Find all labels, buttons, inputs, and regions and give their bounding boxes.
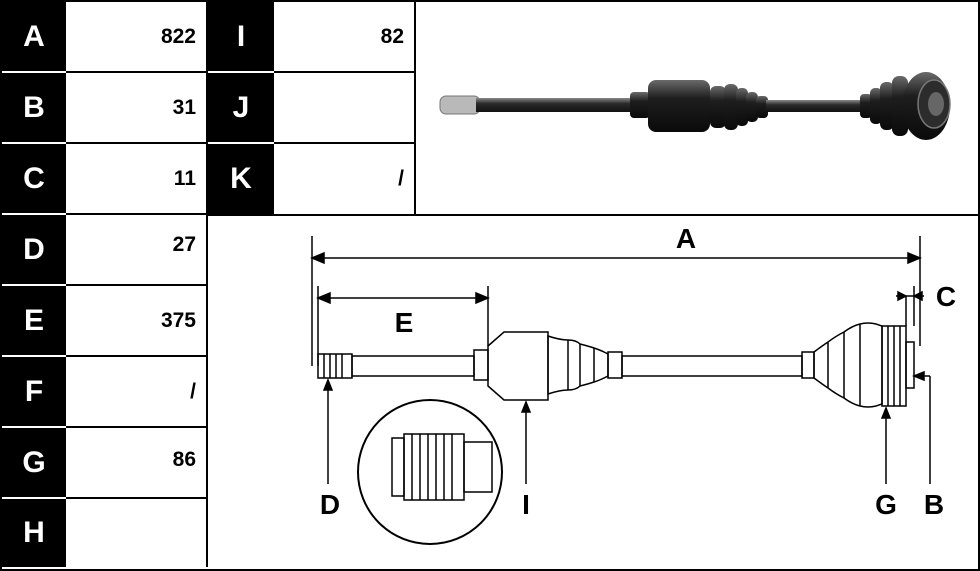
divider-left-column: [206, 2, 208, 567]
spline-end: [317, 353, 353, 379]
shaft-collar: [473, 349, 489, 381]
value-b: 31: [66, 73, 206, 144]
value-h: [66, 499, 206, 567]
diagram-label-c: C: [936, 281, 956, 312]
photo-spline-end: [439, 95, 481, 115]
label-h: H: [2, 499, 66, 567]
photo-shaft-left: [476, 98, 636, 112]
label-a: A: [2, 2, 66, 71]
boot-clamp: [607, 351, 623, 379]
label-j: J: [208, 73, 274, 142]
label-g: G: [2, 428, 66, 497]
outer-stub: [905, 341, 915, 389]
photo-outer-boot: [860, 76, 908, 136]
product-photo: [439, 72, 951, 140]
value-a: 822: [66, 2, 206, 73]
value-c: 11: [66, 144, 206, 215]
value-j: [274, 73, 414, 144]
arrows-c: [897, 290, 923, 302]
divider-top-section: [206, 214, 978, 216]
diagram-label-b: B: [924, 489, 944, 520]
value-k: /: [274, 144, 414, 214]
outer-boot: [813, 322, 883, 408]
inner-joint-housing: [487, 331, 549, 401]
diagram-label-g: G: [875, 489, 897, 520]
diagram-label-e: E: [395, 307, 414, 338]
label-b: B: [2, 73, 66, 142]
photo-inner-joint: [648, 80, 710, 132]
label-i: I: [208, 2, 274, 71]
shaft-left: [351, 355, 475, 377]
value-d: 27: [66, 215, 206, 286]
arrows-e: [316, 291, 490, 305]
label-f: F: [2, 357, 66, 426]
label-c: C: [2, 144, 66, 213]
inner-boot: [547, 334, 609, 396]
diagram-label-a: A: [676, 223, 696, 254]
diagram-label-i: I: [522, 489, 530, 520]
label-d: D: [2, 215, 66, 284]
value-e: 375: [66, 286, 206, 357]
arrows-a: [310, 251, 922, 265]
photo-inner-boot: [710, 84, 768, 130]
divider-photo: [414, 2, 416, 214]
value-i: 82: [274, 2, 414, 73]
detail-spline: [391, 433, 493, 501]
label-e: E: [2, 286, 66, 355]
dimension-diagram: A E C D I G B: [310, 223, 956, 545]
value-f: /: [66, 357, 206, 428]
shaft-middle: [621, 355, 803, 377]
detail-magnifier: [357, 399, 503, 545]
value-g: 86: [66, 428, 206, 499]
diagram-label-d: D: [320, 489, 340, 520]
photo-shaft-middle: [766, 100, 866, 112]
label-k: K: [208, 144, 274, 214]
